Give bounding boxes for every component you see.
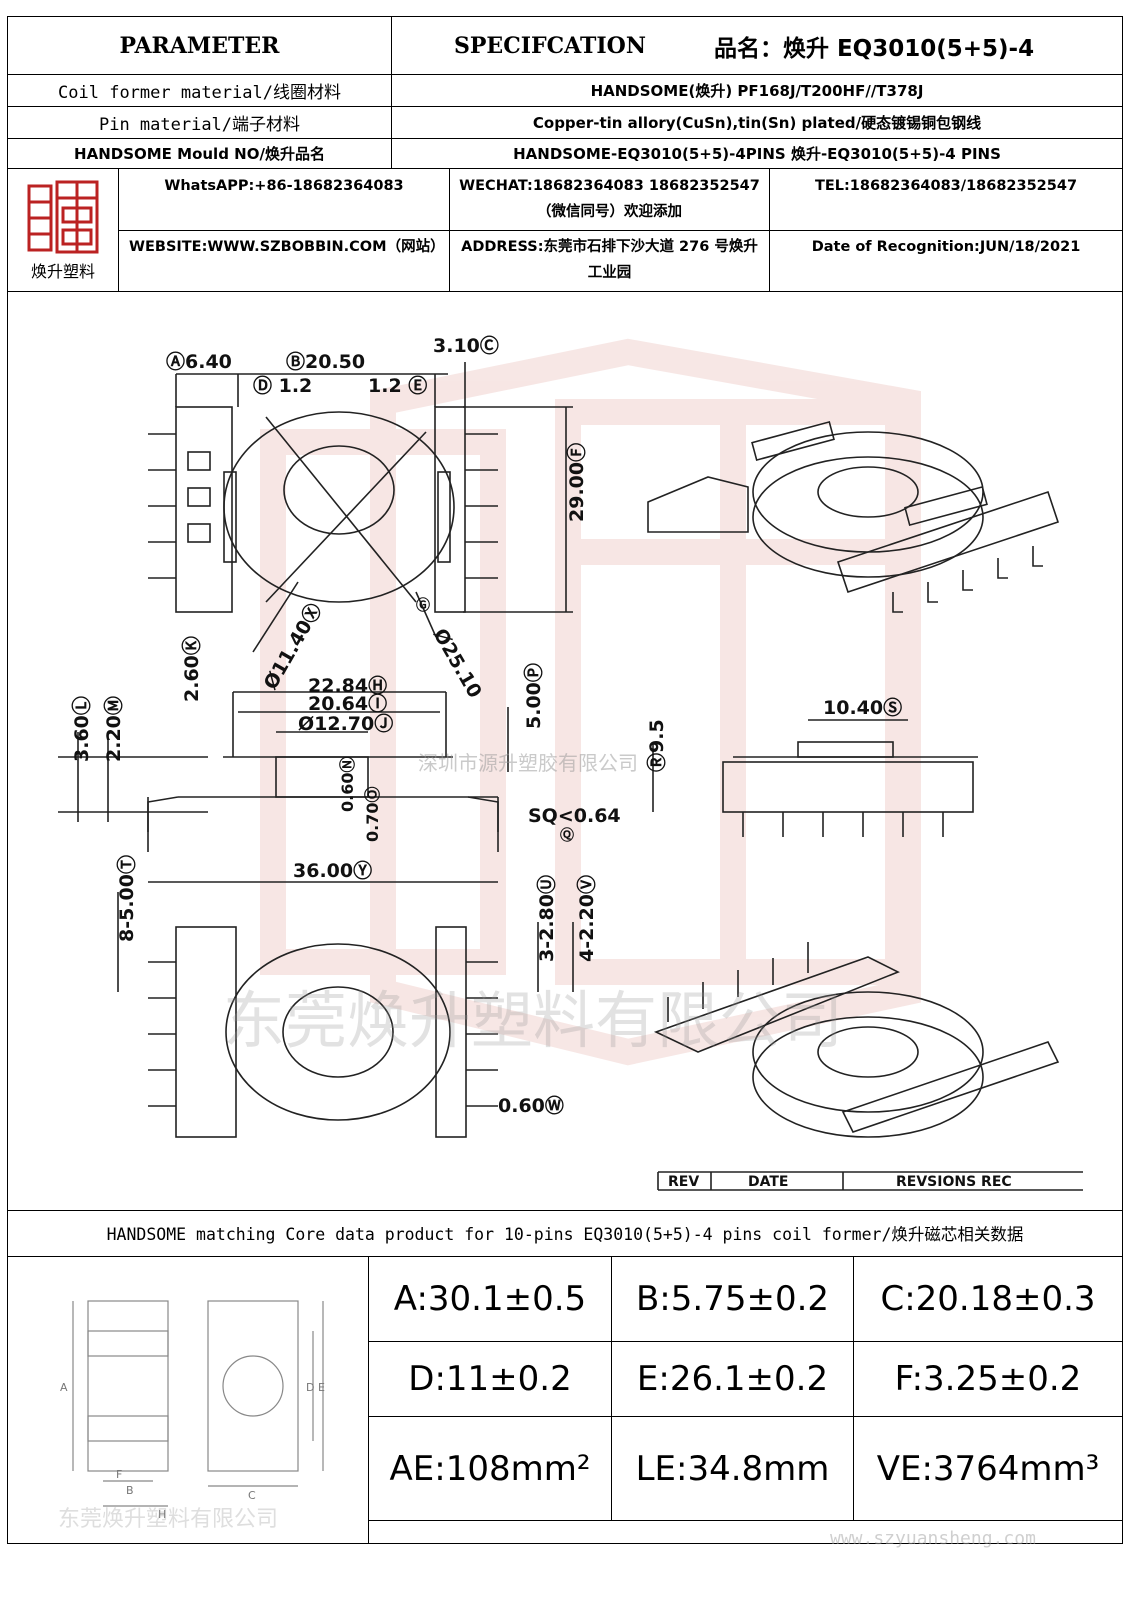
core-label-f: F: [116, 1468, 122, 1481]
core-cell-b: B:5.75±0.2: [611, 1256, 853, 1341]
wechat-text: WECHAT:18682364083 18682352547（微信同号）欢迎添加: [449, 169, 769, 230]
core-cell-ve: VE:3764mm³: [853, 1416, 1122, 1520]
spec-heading-cell: SPECIFCATION 品名： 焕升 EQ3010(5+5)-4: [391, 17, 1122, 74]
parameter-heading: PARAMETER: [119, 32, 280, 59]
product-name: 焕升 EQ3010(5+5)-4: [782, 35, 1035, 62]
dim-sq: SQ<0.64: [528, 805, 621, 827]
pin-material-row: Pin material/端子材料 Copper-tin allory(CuSn…: [8, 107, 1122, 139]
drawing-watermark: 东莞焕升塑料有限公司: [223, 984, 843, 1057]
dim-f: 29.00Ⓕ: [565, 443, 588, 522]
core-cell-ae: AE:108mm²: [368, 1416, 611, 1520]
date-text: Date of Recognition:JUN/18/2021: [769, 230, 1122, 291]
header-row: PARAMETER SPECIFCATION 品名： 焕升 EQ3010(5+5…: [8, 17, 1122, 75]
core-cell-a: A:30.1±0.5: [368, 1256, 611, 1341]
dim-k: 2.60Ⓚ: [180, 636, 203, 702]
logo-caption: 焕升塑料: [30, 262, 95, 281]
dim-h: 22.84Ⓗ: [308, 674, 387, 697]
dim-v: 4-2.20Ⓥ: [575, 875, 598, 962]
core-label-b: B: [126, 1484, 134, 1497]
dim-q: Ⓠ: [560, 827, 574, 844]
dim-o: 0.70Ⓞ: [363, 787, 382, 842]
core-label-e: E: [318, 1381, 325, 1394]
rev-date-label: DATE: [748, 1174, 788, 1190]
dim-i: 20.64Ⓘ: [308, 692, 387, 715]
core-label-c: C: [248, 1489, 256, 1502]
dim-y: 36.00Ⓨ: [293, 859, 372, 882]
core-label-d: D: [306, 1381, 314, 1394]
dim-j: Ø12.70Ⓙ: [298, 712, 393, 735]
dim-e: 1.2 Ⓔ: [368, 374, 427, 397]
technical-drawing: Ⓐ6.40 Ⓑ20.50 3.10Ⓒ Ⓓ 1.2 1.2 Ⓔ 29.00Ⓕ Ⓖ …: [8, 292, 1122, 1211]
logo-icon: [27, 180, 99, 254]
core-cell-le: LE:34.8mm: [611, 1416, 853, 1520]
spec-sheet: PARAMETER SPECIFCATION 品名： 焕升 EQ3010(5+5…: [7, 16, 1123, 1544]
dim-l: 3.60Ⓛ: [70, 696, 93, 762]
specification-heading: SPECIFCATION: [454, 32, 646, 59]
core-cell-c: C:20.18±0.3: [853, 1256, 1122, 1341]
watermark-logo: [260, 338, 921, 1066]
core-label-a: A: [60, 1381, 68, 1394]
dim-m: 2.20Ⓜ: [102, 696, 125, 762]
dim-u: 3-2.80Ⓤ: [535, 875, 558, 962]
company-logo: 焕升塑料: [8, 169, 118, 291]
tel-text: TEL:18682364083/18682352547: [769, 169, 1122, 230]
website-text: WEBSITE:WWW.SZBOBBIN.COM（网站）: [129, 239, 445, 255]
pin-material-label: Pin material/端子材料: [98, 115, 301, 135]
rev-recs-label: REVSIONS REC: [896, 1174, 1012, 1190]
core-data-title: HANDSOME matching Core data product for …: [8, 1210, 1122, 1257]
pin-material-value: Copper-tin allory(CuSn),tin(Sn) plated/硬…: [391, 107, 1122, 138]
dim-w: 0.60Ⓦ: [498, 1094, 564, 1117]
core-cell-f: F:3.25±0.2: [853, 1341, 1122, 1416]
coil-material-value: HANDSOME(焕升) PF168J/T200HF//T378J: [391, 75, 1122, 106]
dim-p: 5.00Ⓟ: [522, 663, 545, 729]
mould-row: HANDSOME Mould NO/焕升品名 HANDSOME-EQ3010(5…: [8, 139, 1122, 169]
dim-s: 10.40Ⓢ: [823, 696, 902, 719]
whatsapp-text: WhatsAPP:+86-18682364083: [164, 178, 404, 194]
core-drawing: A B C D E F H 东莞焕升塑料有限公司: [8, 1256, 368, 1543]
product-name-label: 品名：: [713, 35, 783, 62]
rev-label: REV: [668, 1174, 699, 1190]
dim-d: Ⓓ 1.2: [253, 374, 312, 397]
dim-a: Ⓐ6.40: [166, 350, 232, 373]
core-drawing-svg: A B C D E F H 东莞焕升塑料有限公司: [58, 1300, 325, 1532]
core-cell-e: E:26.1±0.2: [611, 1341, 853, 1416]
company-info: WhatsAPP:+86-18682364083 WECHAT:18682364…: [118, 169, 1122, 291]
core-label-h: H: [158, 1508, 166, 1521]
dim-b: Ⓑ20.50: [286, 350, 365, 373]
dim-c: 3.10Ⓒ: [433, 334, 499, 357]
dim-phi: Ø25.10: [429, 625, 486, 702]
dim-t: 8-5.00Ⓣ: [115, 855, 138, 942]
coil-material-label: Coil former material/线圈材料: [58, 83, 341, 103]
drawing-svg: Ⓐ6.40 Ⓑ20.50 3.10Ⓒ Ⓓ 1.2 1.2 Ⓔ 29.00Ⓕ Ⓖ …: [58, 334, 1083, 1191]
drawing-watermark-small: 深圳市源升塑胶有限公司: [418, 751, 638, 775]
address-text: ADDRESS:东莞市石排下沙大道 276 号焕升工业园: [449, 230, 769, 291]
mould-value: HANDSOME-EQ3010(5+5)-4PINS 焕升-EQ3010(5+5…: [391, 139, 1122, 168]
dim-n: 0.60Ⓝ: [338, 757, 357, 812]
core-cell-d: D:11±0.2: [368, 1341, 611, 1416]
core-footer: [368, 1520, 1122, 1543]
core-watermark: 东莞焕升塑料有限公司: [58, 1507, 278, 1532]
mould-label: HANDSOME Mould NO/焕升品名: [74, 145, 325, 163]
company-block: 焕升塑料 WhatsAPP:+86-18682364083 WECHAT:186…: [8, 169, 1122, 292]
dim-r: Ⓡ9.5: [645, 719, 668, 772]
core-data-area: A B C D E F H 东莞焕升塑料有限公司 A:30.1±0.5 B:5.…: [8, 1256, 1122, 1543]
dim-g: Ⓖ: [416, 597, 430, 614]
coil-material-row: Coil former material/线圈材料 HANDSOME(焕升) P…: [8, 75, 1122, 107]
